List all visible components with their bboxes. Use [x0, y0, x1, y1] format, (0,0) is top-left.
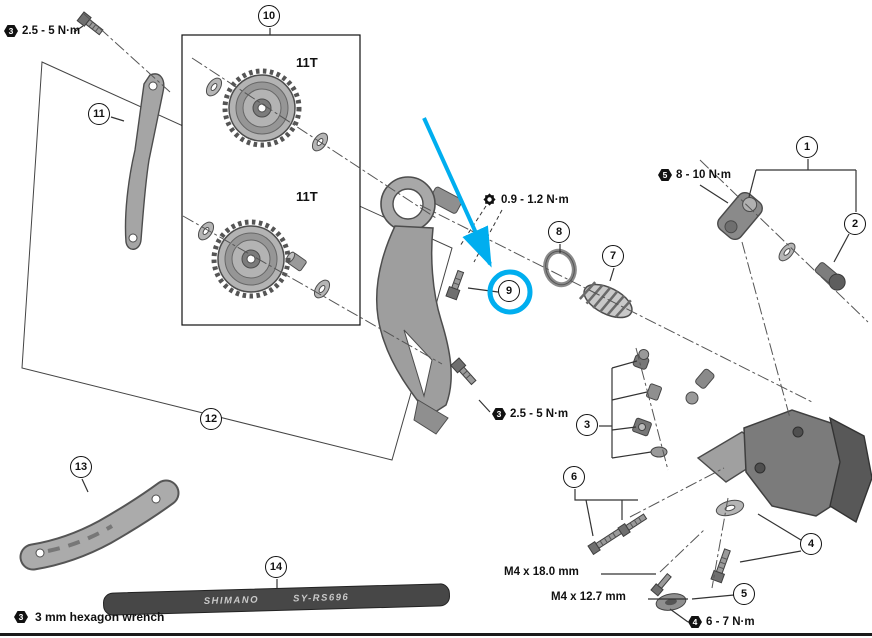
- torque-label-bracket-axle: 5 8 - 10 N·m: [658, 169, 731, 181]
- callout-3: 3: [576, 414, 598, 436]
- callout-11: 11: [88, 103, 110, 125]
- plate-washer: [715, 499, 745, 517]
- callout-1: 1: [796, 136, 818, 158]
- bracket-axle-bolt: [814, 262, 846, 291]
- bolt-size-label-long: M4 x 18.0 mm: [504, 566, 579, 578]
- hex-wrench-3-icon: 3: [492, 408, 506, 420]
- callout-9-highlighted: 9: [498, 280, 520, 302]
- inner-cage-plate: [124, 73, 165, 250]
- tool-legend: 3 3 mm hexagon wrench: [14, 610, 164, 624]
- torque-label-pivot: 0.9 - 1.2 N·m: [482, 192, 569, 207]
- torque-label-cage-stop: 3 2.5 - 5 N·m: [492, 408, 568, 420]
- callout-10: 10: [258, 5, 280, 27]
- leader-lines: [73, 25, 857, 623]
- derailleur-body: [685, 368, 872, 524]
- callout-7: 7: [602, 245, 624, 267]
- phillips-screwdriver-icon: [483, 193, 496, 206]
- bottom-divider: [0, 633, 872, 636]
- cable-fixing-parts: [632, 348, 668, 458]
- cage-plate-bolt-top: [76, 11, 104, 36]
- outer-cage-plate: [375, 176, 463, 435]
- highlight-arrow: [422, 117, 492, 268]
- o-ring: [543, 248, 577, 288]
- callout-8: 8: [548, 221, 570, 243]
- clamp-bolt-long: [587, 528, 623, 556]
- stabilizer-plate: [19, 479, 180, 571]
- hex-wrench-3-icon: 3: [14, 611, 28, 623]
- highlight-circle: [487, 269, 533, 315]
- pulley-top-teeth-label: 11T: [296, 55, 318, 70]
- model-text: SY-RS696: [292, 591, 350, 605]
- cage-stop-bolt: [450, 357, 477, 386]
- stud-screw: [650, 572, 672, 597]
- torque-label-top-left: 3 2.5 - 5 N·m: [4, 25, 80, 37]
- lower-pulley: [211, 219, 291, 299]
- fixing-bolt: [710, 548, 731, 584]
- callout-2: 2: [844, 213, 866, 235]
- callout-5: 5: [733, 583, 755, 605]
- callout-14: 14: [265, 556, 287, 578]
- hex-wrench-4-icon: 4: [688, 616, 702, 628]
- hex-wrench-5-icon: 5: [658, 169, 672, 181]
- callout-13: 13: [70, 456, 92, 478]
- brand-text: SHIMANO: [203, 594, 260, 608]
- pivot-bolt: [445, 269, 465, 301]
- bolt-size-label-short: M4 x 12.7 mm: [551, 591, 626, 603]
- clamp-bolt-short: [617, 513, 648, 538]
- hex-wrench-3-icon: 3: [4, 25, 18, 37]
- callout-6: 6: [563, 466, 585, 488]
- bracket-axle-unit: [717, 191, 763, 241]
- callout-12: 12: [200, 408, 222, 430]
- center-axes: [83, 13, 869, 589]
- callout-4: 4: [800, 533, 822, 555]
- torque-label-cable-bolt: 4 6 - 7 N·m: [688, 616, 755, 628]
- coil-spring: [578, 281, 633, 319]
- pulley-bottom-teeth-label: 11T: [296, 189, 318, 204]
